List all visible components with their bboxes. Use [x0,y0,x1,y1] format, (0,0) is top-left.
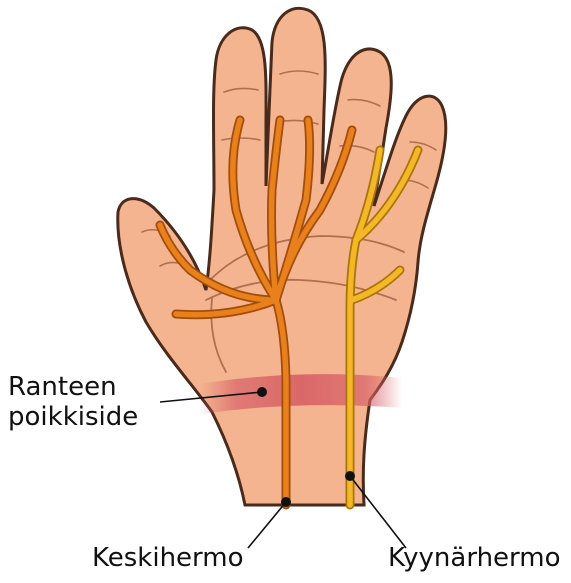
carpal-ligament-label-line1: Ranteen [8,372,117,402]
ulnar-dot [345,471,355,481]
ulnar-leader [350,476,406,548]
median-dot [281,497,291,507]
median-leader [248,502,286,548]
ulnar-nerve-label: Kyynärhermo [388,543,561,573]
carpal-ligament-label-line2: poikkiside [8,402,138,432]
median-nerve-label: Keskihermo [92,543,244,573]
ligament-dot [257,387,267,397]
